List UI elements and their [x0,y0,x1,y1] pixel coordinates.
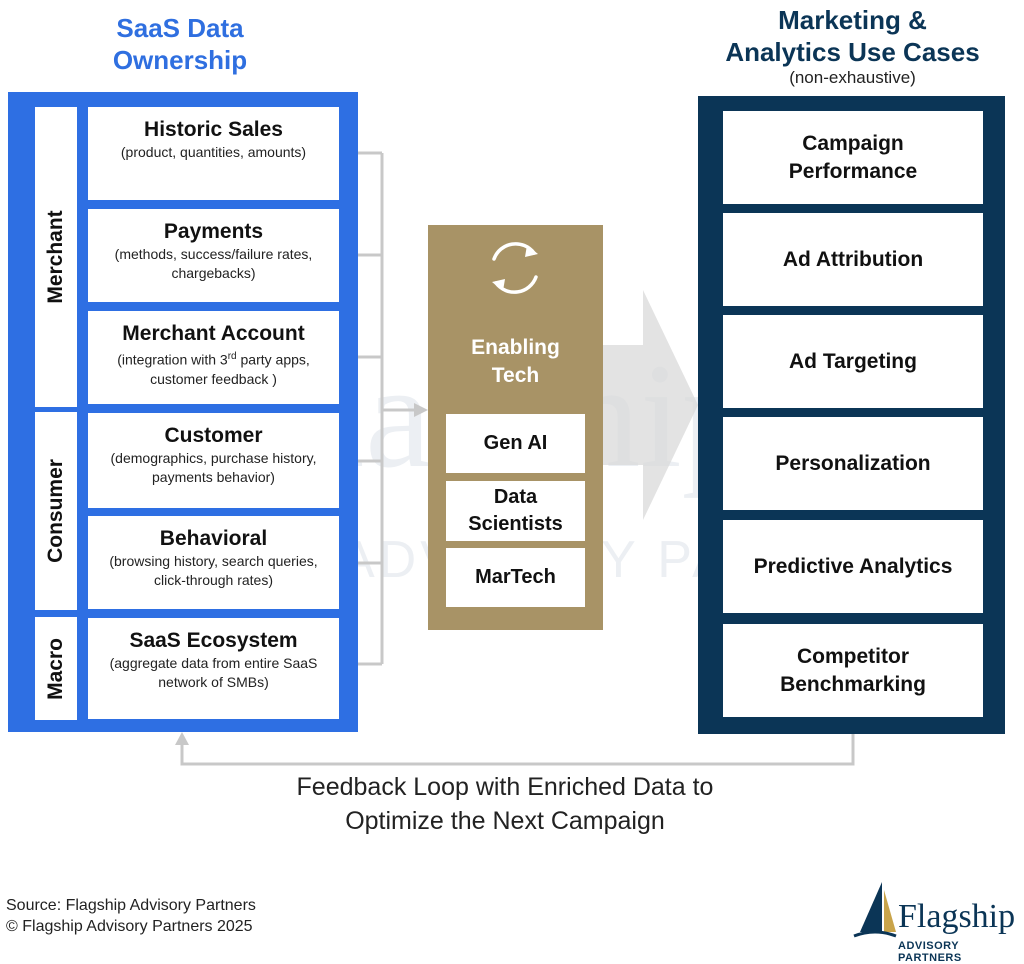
enabling-tech-label: Enabling Tech [428,334,603,390]
footer-source: Source: Flagship Advisory Partners © Fla… [6,895,256,937]
right-title-line1: Marketing & [778,5,927,35]
tech-box-line2: Scientists [468,513,563,535]
group-label-text: Macro [44,637,67,700]
left-title-line2: Ownership [112,45,248,75]
data-box-desc: (integration with 3rd party apps, custom… [117,351,310,387]
use-case-line1: Ad Attribution [782,247,924,271]
use-case-line1: Competitor [797,644,909,668]
data-box-desc: (browsing history, search queries, click… [109,553,318,588]
tech-box-line1: MarTech [475,566,556,588]
data-box-behavioral: Behavioral (browsing history, search que… [88,516,339,609]
data-box-desc: (demographics, purchase history, payment… [110,450,317,485]
source-text: Source: Flagship Advisory Partners [6,897,256,914]
use-case-predictive-analytics: Predictive Analytics [723,520,983,613]
group-label-merchant: Merchant [35,107,77,407]
tech-box-data-scientists: Data Scientists [446,481,585,541]
use-case-line1: Campaign [802,131,904,155]
tech-box-martech: MarTech [446,548,585,607]
use-case-ad-targeting: Ad Targeting [723,315,983,408]
use-case-line1: Ad Targeting [789,349,917,373]
group-label-text: Consumer [44,459,67,563]
data-box-desc: (product, quantities, amounts) [120,144,307,160]
right-title: Marketing & Analytics Use Cases [700,4,1005,68]
data-box-desc: (methods, success/failure rates, chargeb… [114,246,313,281]
tech-box-line1: Data [493,486,538,508]
data-box-desc: (aggregate data from entire SaaS network… [109,655,318,690]
refresh-cycle-icon [492,242,538,294]
use-case-ad-attribution: Ad Attribution [723,213,983,306]
tech-box-gen-ai: Gen AI [446,414,585,473]
use-case-line2: Benchmarking [780,672,926,696]
data-box-customer: Customer (demographics, purchase history… [88,413,339,508]
left-title: SaaS Data Ownership [40,12,320,76]
data-box-historic-sales: Historic Sales (product, quantities, amo… [88,107,339,200]
right-subtitle: (non-exhaustive) [789,68,916,87]
sail-logo-icon [853,882,897,938]
data-box-payments: Payments (methods, success/failure rates… [88,209,339,302]
logo-wordmark: Flagship [898,898,1016,935]
data-box-title: Behavioral [159,527,268,550]
logo-subtitle: ADVISORY PARTNERS [898,940,962,964]
feedback-loop-label: Feedback Loop with Enriched Data to Opti… [230,770,780,838]
data-box-merchant-account: Merchant Account (integration with 3rd p… [88,311,339,404]
data-box-title: Merchant Account [122,322,305,345]
group-label-text: Merchant [44,210,67,304]
data-box-title: Customer [164,424,263,447]
tech-box-line1: Gen AI [483,432,548,454]
right-title-line2: Analytics Use Cases [725,37,980,67]
feedback-line1: Feedback Loop with Enriched Data to [296,773,714,801]
data-box-saas-ecosystem: SaaS Ecosystem (aggregate data from enti… [88,618,339,719]
use-case-line1: Personalization [775,451,931,475]
use-case-personalization: Personalization [723,417,983,510]
data-box-title: Payments [163,220,264,243]
enabling-tech-line2: Tech [491,364,540,387]
use-case-line1: Predictive Analytics [753,554,953,578]
feedback-line2: Optimize the Next Campaign [345,807,665,835]
left-title-line1: SaaS Data [116,13,244,43]
flow-arrow [598,290,698,520]
copyright-text: © Flagship Advisory Partners 2025 [6,918,253,935]
group-label-consumer: Consumer [35,412,77,610]
use-case-line2: Performance [788,159,918,183]
data-box-title: Historic Sales [144,118,283,141]
enabling-tech-line1: Enabling [471,336,560,359]
group-label-macro: Macro [35,617,77,720]
data-box-title: SaaS Ecosystem [129,629,298,652]
